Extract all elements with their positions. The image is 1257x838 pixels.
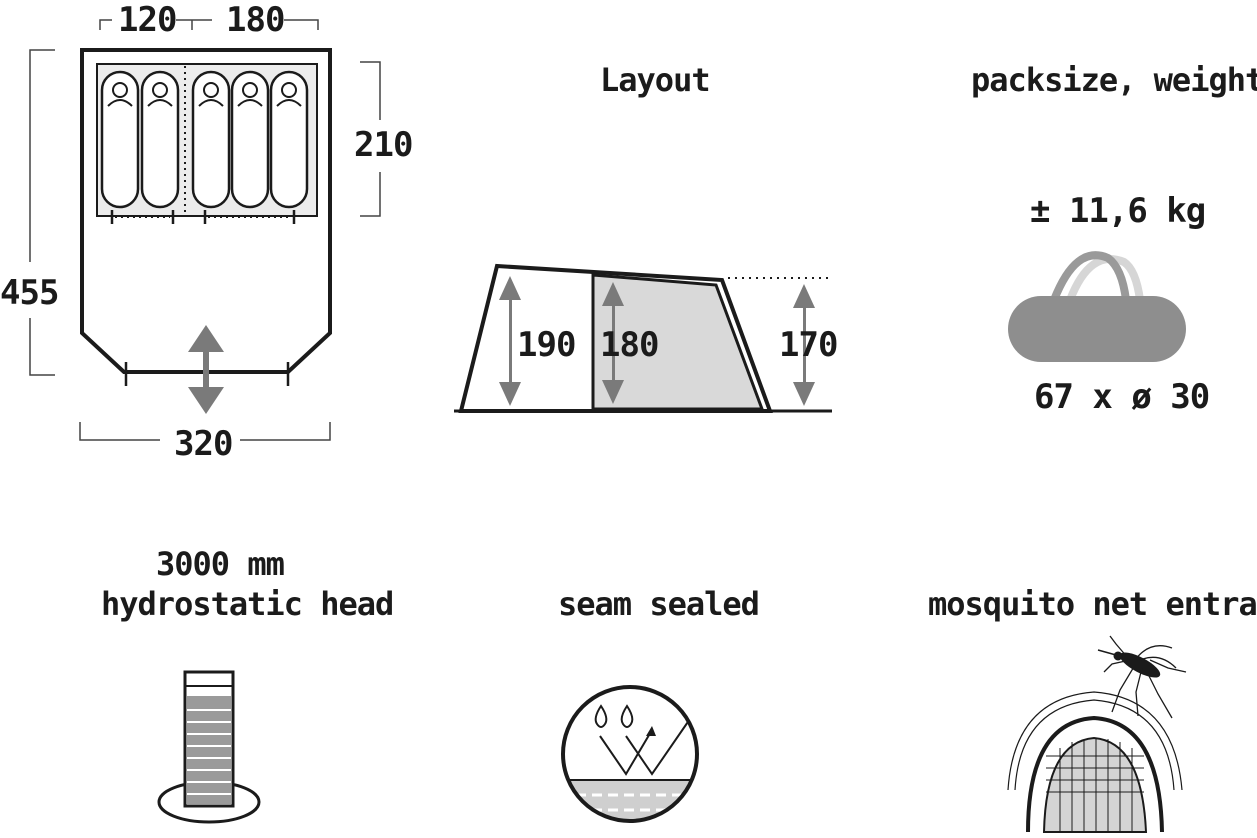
dim-total-depth: 455 (0, 273, 59, 313)
height-front: 190 (517, 325, 576, 365)
layout-title: Layout (600, 61, 711, 99)
sleeping-bag (140, 70, 180, 209)
pack-weight: ± 11,6 kg (1030, 191, 1206, 231)
inner-tent-profile (591, 273, 765, 411)
dim-width-left: 120 (118, 0, 177, 40)
entrance-arrow-icon (188, 325, 224, 414)
sleeping-bag (191, 70, 231, 209)
height-arrow-icon (499, 276, 521, 406)
height-arrow-icon (793, 284, 815, 406)
sleeping-bags (100, 70, 309, 209)
hydro-title-line1: 3000 mm (156, 545, 285, 583)
top-dimension-lines (99, 19, 319, 30)
height-inner: 180 (600, 325, 659, 365)
bottom-dimension-line (79, 422, 331, 441)
bedroom-doors (110, 210, 296, 224)
sleeping-bag (269, 70, 309, 209)
right-dimension-line (360, 61, 381, 217)
pack-size: 67 x ø 30 (1034, 377, 1210, 417)
height-arrow-icon (602, 282, 624, 404)
seam-title: seam sealed (558, 585, 760, 623)
height-back: 170 (779, 325, 838, 365)
mosquito-title: mosquito net entrance (928, 585, 1257, 623)
dim-bedroom-depth: 210 (354, 125, 413, 165)
sleeping-bag (230, 70, 270, 209)
dim-total-width: 320 (174, 424, 233, 464)
left-dimension-line (29, 49, 55, 376)
pack-title: packsize, weight (971, 61, 1257, 99)
hydro-title-line2: hydrostatic head (101, 585, 394, 623)
mosquito-icon (1097, 635, 1187, 719)
sleeping-bag (100, 70, 140, 209)
entrance-door (124, 362, 290, 386)
dim-width-right: 180 (226, 0, 285, 40)
sleeper-heads (107, 82, 302, 107)
